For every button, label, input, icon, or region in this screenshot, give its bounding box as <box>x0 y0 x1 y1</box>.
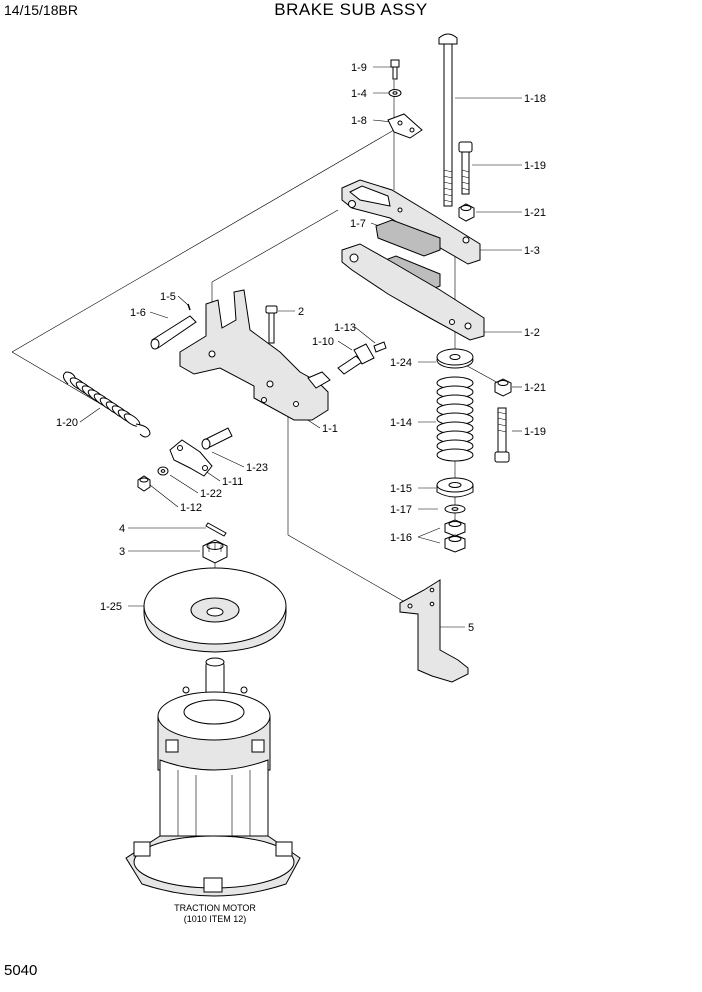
motor-label-line1: TRACTION MOTOR <box>174 903 256 913</box>
callout-1-22: 1-22 <box>200 488 222 500</box>
callout-1-18: 1-18 <box>524 93 546 105</box>
nut-1-12 <box>137 475 151 492</box>
leader-lines <box>11 66 522 628</box>
spring-seat-1-24 <box>436 348 474 369</box>
callout-1-19-lower: 1-19 <box>524 426 546 438</box>
callout-1-2: 1-2 <box>524 327 540 339</box>
bracket-1-1 <box>179 289 331 421</box>
callout-1-13: 1-13 <box>334 322 356 334</box>
callout-1-24: 1-24 <box>390 357 412 369</box>
callout-1-23: 1-23 <box>246 462 268 474</box>
bolt-1-19-upper <box>458 141 473 195</box>
bracket-1-8 <box>387 113 423 139</box>
callout-5: 5 <box>468 622 474 634</box>
callout-1-5: 1-5 <box>160 291 176 303</box>
callout-1-20: 1-20 <box>56 417 78 429</box>
callout-1-6: 1-6 <box>130 307 146 319</box>
callout-1-25: 1-25 <box>100 601 122 613</box>
callout-1-1: 1-1 <box>322 423 338 435</box>
callout-1-10: 1-10 <box>312 336 334 348</box>
callout-1-4: 1-4 <box>351 88 367 100</box>
screw-2 <box>265 305 278 344</box>
callout-1-16: 1-16 <box>390 532 412 544</box>
motor-label-line2: (1010 ITEM 12) <box>183 914 247 924</box>
brake-arm-1-2 <box>341 243 485 341</box>
callout-1-21-lower: 1-21 <box>524 382 546 394</box>
callout-1-14: 1-14 <box>390 417 412 429</box>
spring-cup-1-15 <box>436 477 474 498</box>
callout-1-8: 1-8 <box>351 115 367 127</box>
spring-1-14 <box>436 376 474 462</box>
callout-1-11: 1-11 <box>222 476 243 488</box>
pin-1-5 <box>187 303 191 311</box>
callout-1-19-upper: 1-19 <box>524 160 546 172</box>
tension-spring-1-20 <box>62 371 151 438</box>
callout-3: 3 <box>119 546 125 558</box>
bolt-1-9 <box>390 59 400 80</box>
page-number: 5040 <box>4 962 38 979</box>
callout-2: 2 <box>298 306 304 318</box>
model-code: 14/15/18BR <box>4 2 78 18</box>
bolt-1-19-lower <box>494 407 510 463</box>
nut-1-21-upper <box>458 203 475 222</box>
callout-1-12: 1-12 <box>180 502 202 514</box>
bracket-5 <box>399 579 469 683</box>
nuts-1-16 <box>444 519 466 553</box>
page-title: BRAKE SUB ASSY <box>274 0 428 19</box>
callout-4: 4 <box>119 523 125 535</box>
nut-1-21-lower <box>494 378 512 397</box>
callout-1-17: 1-17 <box>390 504 412 516</box>
washer-1-4 <box>388 89 402 97</box>
traction-motor <box>125 657 301 897</box>
bolt-1-10 <box>337 343 375 375</box>
callout-1-15: 1-15 <box>390 483 412 495</box>
plate-1-11 <box>169 439 213 477</box>
callout-1-3: 1-3 <box>524 245 540 257</box>
washer-1-17 <box>444 504 466 514</box>
callout-1-21-upper: 1-21 <box>524 207 546 219</box>
brake-arm-1-3 <box>341 179 481 265</box>
pin-1-13 <box>373 341 387 353</box>
long-bolt-1-18 <box>438 33 458 207</box>
callout-labels: 1-9 1-4 1-8 1-18 1-19 1-21 1-7 1-3 1-5 1… <box>56 62 546 634</box>
callout-1-9: 1-9 <box>351 62 367 74</box>
callout-1-7: 1-7 <box>350 218 366 230</box>
cotter-pin-4 <box>205 522 227 537</box>
brake-disc-1-25 <box>143 567 287 653</box>
roller-1-23 <box>201 427 233 450</box>
rod-1-6 <box>150 315 197 350</box>
castle-nut-3 <box>202 539 228 564</box>
washer-1-22 <box>157 466 169 476</box>
